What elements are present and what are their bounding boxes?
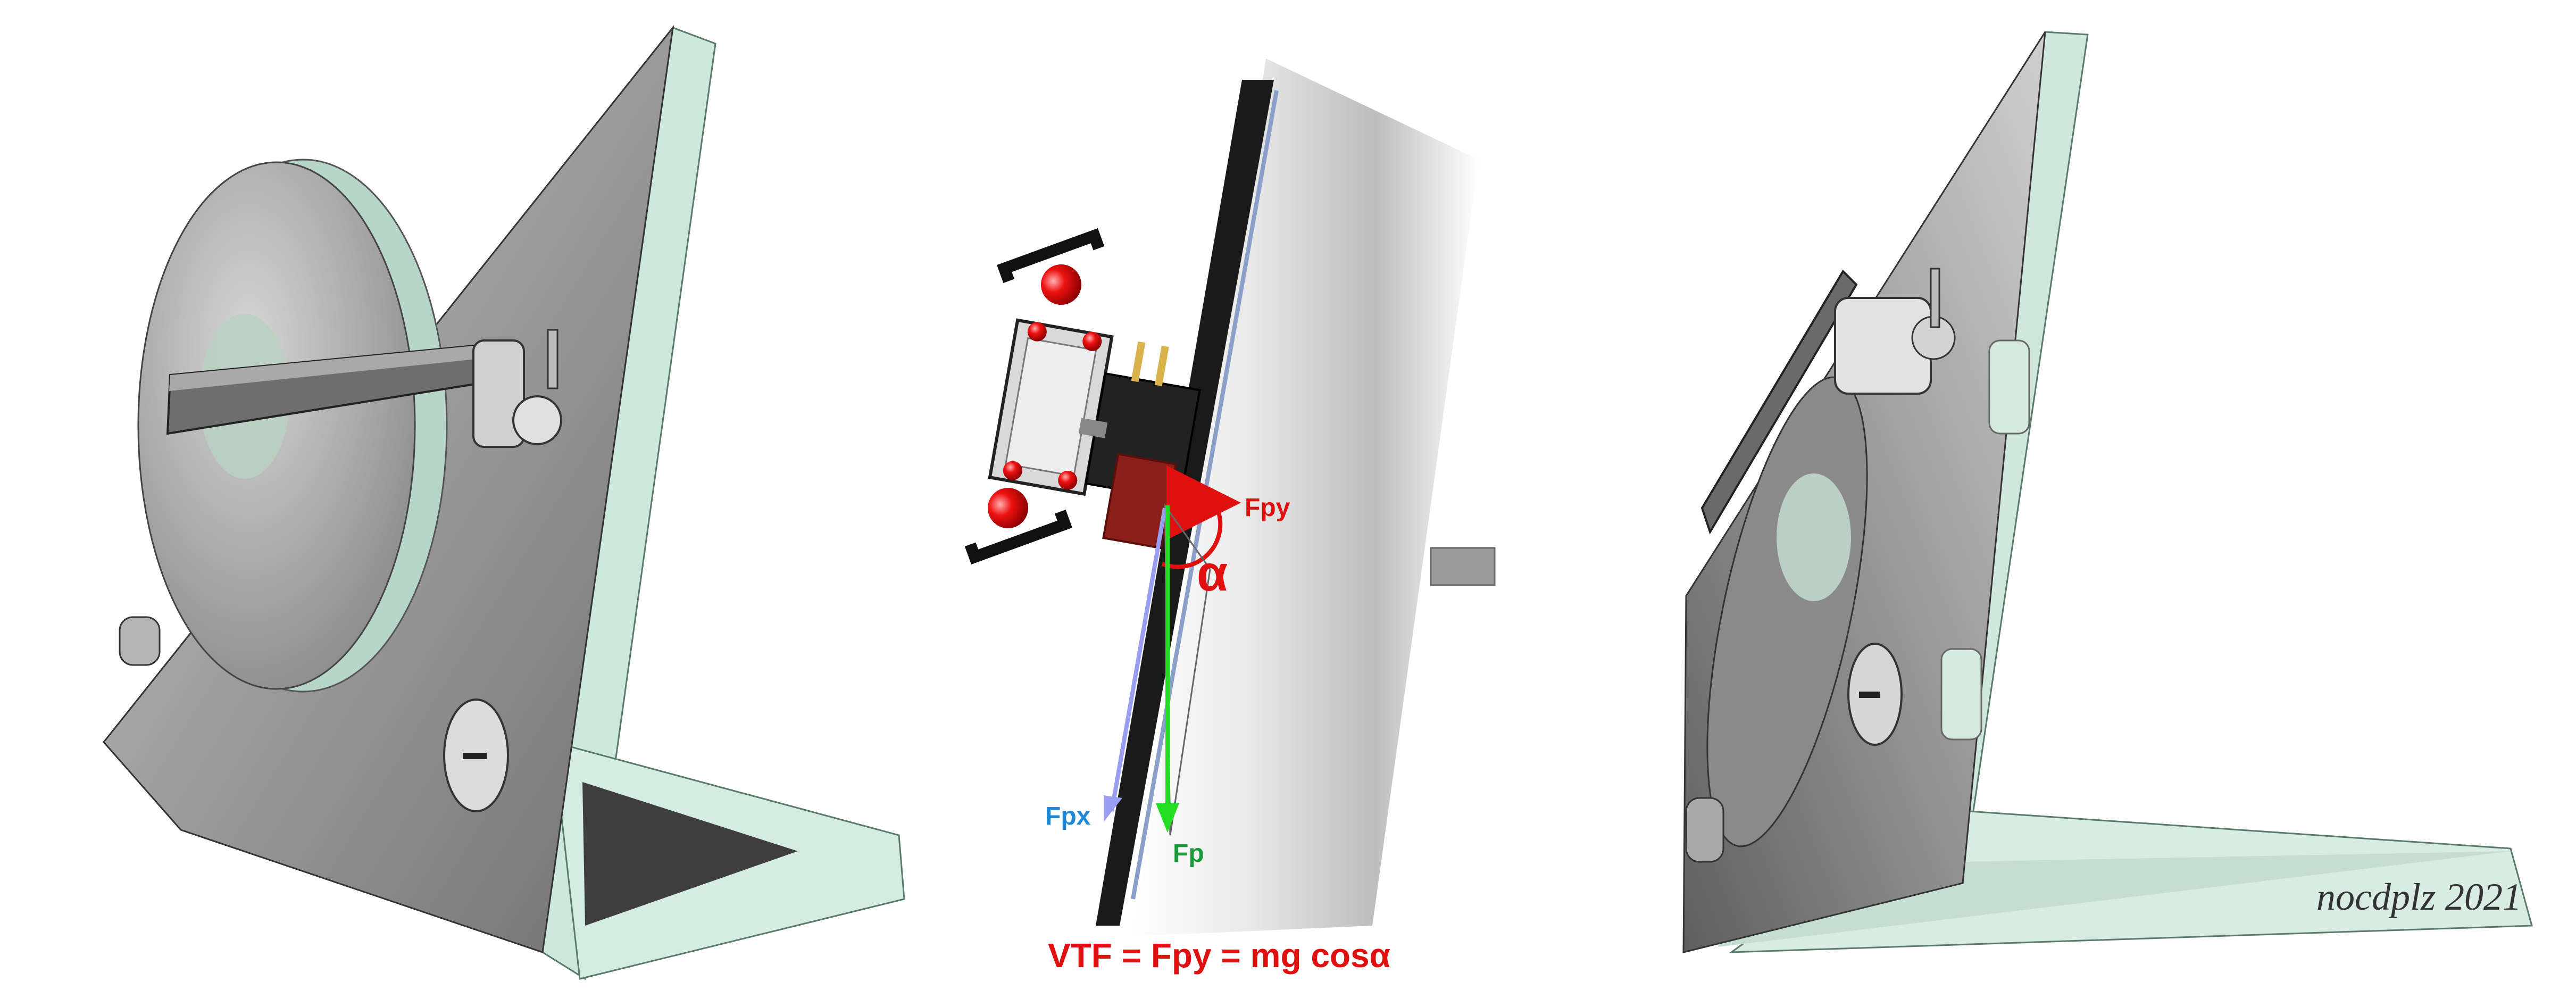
arm-lift xyxy=(547,329,558,389)
tonearm-top xyxy=(169,346,476,391)
foot-right-top xyxy=(1988,339,2030,435)
vtf-formula: VTF = Fpy = mg cosα xyxy=(1048,936,1390,975)
fp-label: Fp xyxy=(1173,839,1204,868)
speed-switch-icon xyxy=(463,753,487,759)
fpx-label: Fpx xyxy=(1045,802,1091,830)
fpx-arrowhead xyxy=(1104,795,1122,822)
tonearm-pivot xyxy=(512,395,562,445)
arm-lift-right xyxy=(1930,268,1940,328)
speed-switch-right-icon xyxy=(1859,692,1880,698)
bearing-ball-bottom xyxy=(988,488,1028,528)
bearing-cage-top xyxy=(997,228,1105,305)
base-shadow xyxy=(582,782,798,926)
signature: nocdplz 2021 xyxy=(2316,876,2522,918)
foot-right-bottom xyxy=(1685,797,1724,863)
spindle xyxy=(1430,547,1496,586)
bearing-ball-top xyxy=(1041,264,1081,305)
tonearm-bearing xyxy=(472,339,525,448)
fpx-arrow xyxy=(1110,508,1167,812)
vtf-force-diagram: Fpy α Fpx Fp VTF = Fpy = mg cosα xyxy=(964,59,1496,975)
foot-right-mid xyxy=(1940,648,1982,741)
foot xyxy=(119,616,161,666)
platter-inner-right xyxy=(1777,473,1851,601)
alpha-arc xyxy=(1161,510,1223,569)
bearing-cage-bottom xyxy=(964,488,1072,564)
turntable-side-view: nocdplz 2021 xyxy=(1682,31,2533,953)
turntable-front-view xyxy=(103,24,905,980)
fp-arrowhead xyxy=(1156,803,1179,833)
record-cross-section xyxy=(1133,59,1479,936)
alpha-label: α xyxy=(1197,545,1228,602)
tonearm-right xyxy=(1700,269,1858,535)
fpy-label: Fpy xyxy=(1245,494,1290,522)
